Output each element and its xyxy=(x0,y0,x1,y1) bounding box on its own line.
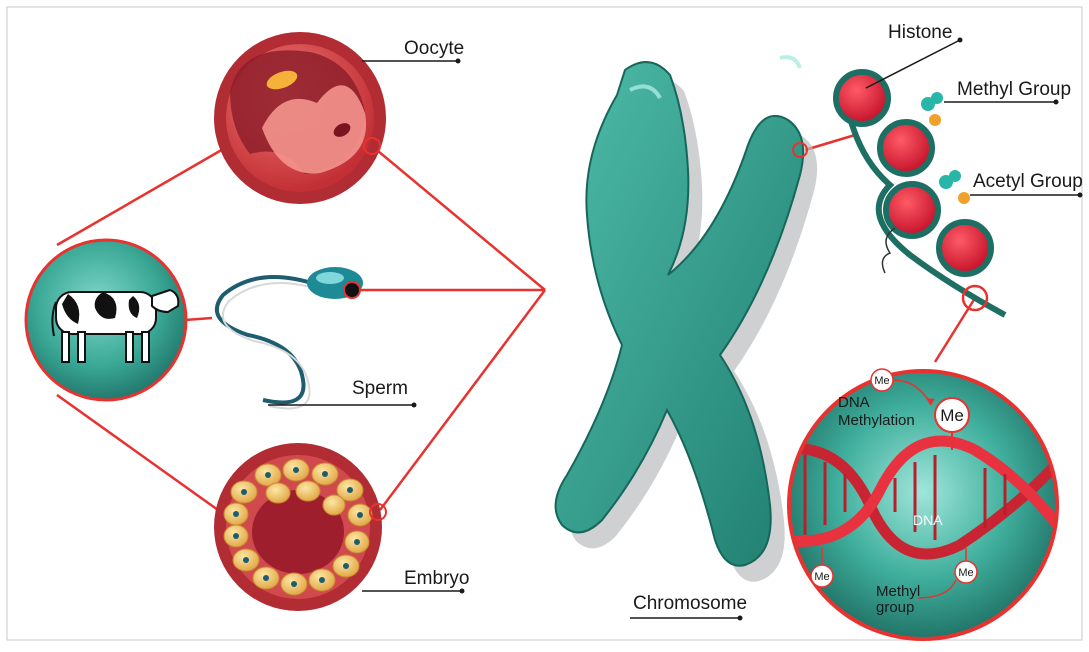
label-dna: DNA xyxy=(913,512,943,528)
label-embryo: Embryo xyxy=(362,568,469,594)
svg-text:Me: Me xyxy=(940,406,964,425)
svg-text:DNA: DNA xyxy=(838,394,870,411)
acetyl-group-icon xyxy=(939,170,970,204)
me-badge-top: Me xyxy=(871,369,893,391)
histone-icon xyxy=(836,72,1005,315)
sperm-icon xyxy=(217,267,363,409)
svg-text:Chromosome: Chromosome xyxy=(633,593,747,614)
label-acetyl-group: Acetyl Group xyxy=(970,171,1083,198)
oocyte-icon xyxy=(214,32,386,204)
cow-icon xyxy=(26,240,186,400)
svg-text:Methyl: Methyl xyxy=(876,583,920,600)
svg-text:Sperm: Sperm xyxy=(352,378,408,399)
svg-text:Me: Me xyxy=(874,375,889,387)
label-oocyte: Oocyte xyxy=(362,38,464,64)
svg-text:Embryo: Embryo xyxy=(404,568,469,589)
methyl-group-icon xyxy=(921,92,943,126)
svg-text:Methyl Group: Methyl Group xyxy=(957,79,1071,100)
chromosome-icon xyxy=(556,57,818,582)
label-methyl-group-small: Methyl group xyxy=(876,583,920,616)
label-methyl-group: Methyl Group xyxy=(944,79,1071,105)
svg-text:Me: Me xyxy=(814,571,829,583)
svg-text:Methylation: Methylation xyxy=(838,412,915,429)
me-badge-large: Me xyxy=(935,398,969,432)
svg-text:Histone: Histone xyxy=(888,22,952,43)
svg-text:Oocyte: Oocyte xyxy=(404,38,464,59)
embryo-icon xyxy=(214,443,386,611)
svg-text:Acetyl Group: Acetyl Group xyxy=(973,171,1083,192)
dna-helix-icon xyxy=(780,369,1065,641)
svg-text:group: group xyxy=(876,599,914,616)
svg-text:Me: Me xyxy=(958,567,973,579)
label-chromosome: Chromosome xyxy=(630,593,747,621)
